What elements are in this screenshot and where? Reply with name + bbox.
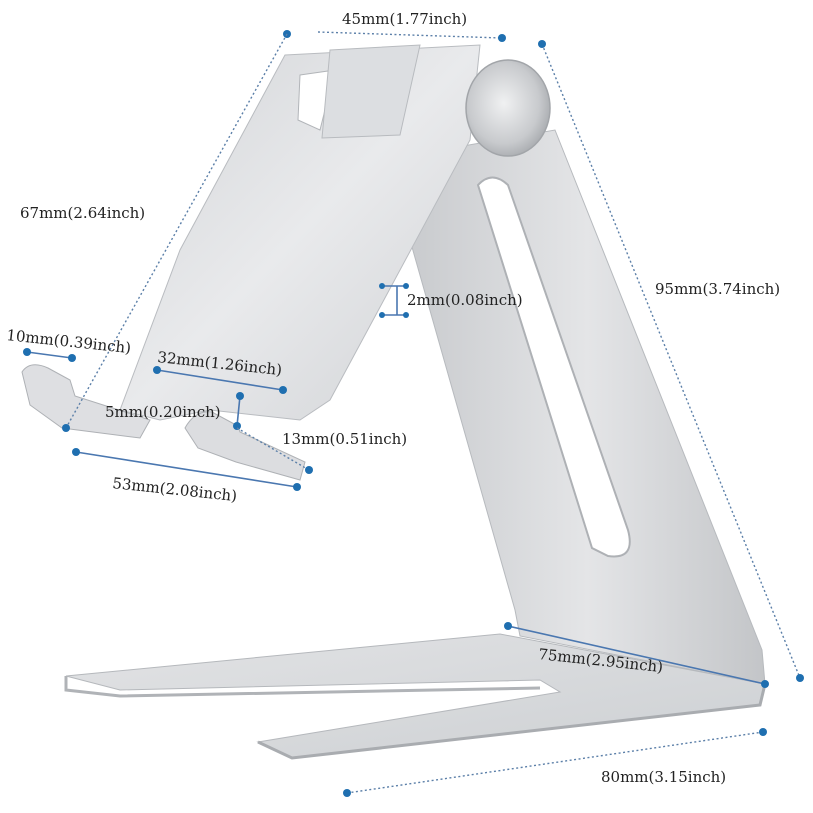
label-top-width: 45mm(1.77inch) xyxy=(342,10,467,28)
label-total-height: 95mm(3.74inch) xyxy=(655,280,780,298)
stand-base xyxy=(64,633,767,760)
stand-rear-arm xyxy=(409,129,766,685)
label-lip-height: 5mm(0.20inch) xyxy=(105,403,221,421)
label-base-length: 80mm(3.15inch) xyxy=(601,768,726,786)
label-slot-gap: 2mm(0.08inch) xyxy=(407,291,523,309)
label-holder-total: 53mm(2.08inch) xyxy=(112,474,238,505)
label-holder-depth: 13mm(0.51inch) xyxy=(282,430,407,448)
dimension-lines xyxy=(23,30,804,797)
label-back-length: 67mm(2.64inch) xyxy=(20,204,145,222)
stand-front-plate xyxy=(119,44,481,421)
hinge-knob xyxy=(465,59,551,157)
phone-holder-lips xyxy=(21,364,306,481)
